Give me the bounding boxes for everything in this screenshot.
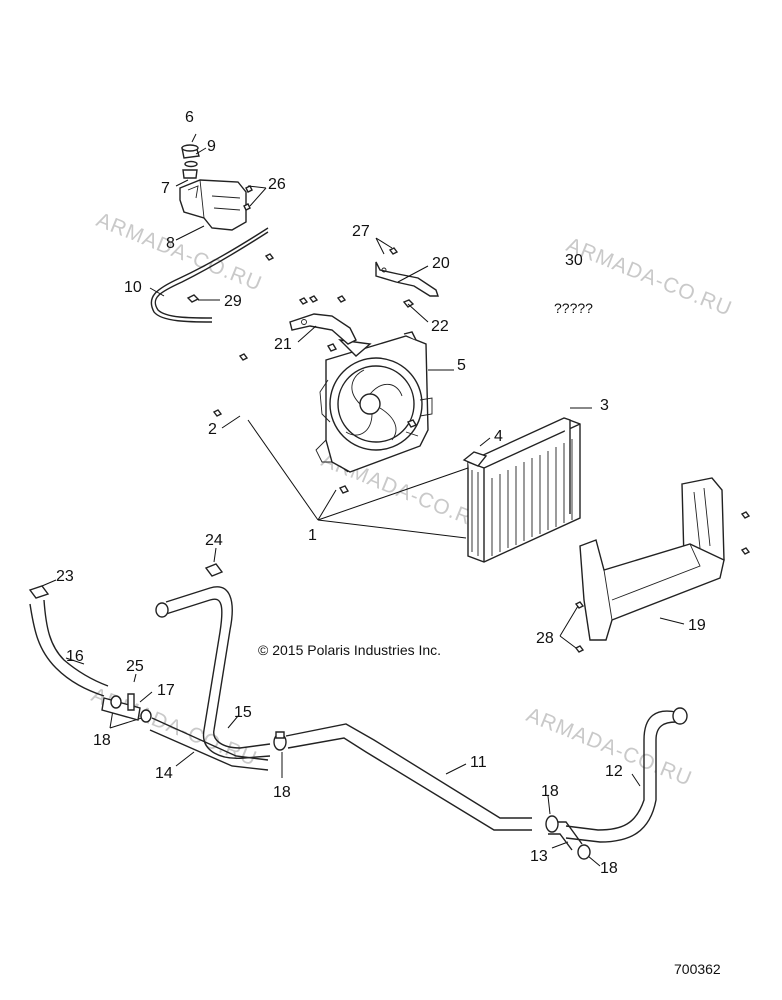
callout-11: 11 bbox=[470, 754, 487, 771]
hose-12-clamp bbox=[672, 707, 688, 725]
fan-bracket-left bbox=[289, 313, 357, 345]
callout-3: 3 bbox=[600, 397, 609, 414]
hose-15 bbox=[165, 586, 271, 759]
hose-18-clamp-mid bbox=[273, 731, 287, 751]
callout-19: 19 bbox=[688, 617, 706, 634]
callout-16: 16 bbox=[66, 648, 84, 665]
fan-bracket-right bbox=[375, 261, 439, 297]
hose-11 bbox=[285, 723, 532, 831]
callout-30: 30 bbox=[565, 252, 583, 269]
overflow-hose bbox=[150, 227, 269, 323]
callout-14: 14 bbox=[155, 765, 173, 782]
callout-20: 20 bbox=[432, 255, 450, 272]
callout-23: 23 bbox=[56, 568, 74, 585]
hose-16-clamp bbox=[28, 585, 50, 599]
leader-lines bbox=[41, 133, 685, 867]
callout-18b: 18 bbox=[273, 784, 291, 801]
tee-fitting bbox=[101, 693, 152, 723]
reservoir-o-ring bbox=[184, 160, 198, 168]
radiator bbox=[467, 417, 581, 563]
radiator-mount bbox=[462, 451, 488, 467]
callout-21: 21 bbox=[274, 336, 292, 353]
callout-2: 2 bbox=[208, 421, 217, 438]
callout-26: 26 bbox=[268, 176, 286, 193]
callout-22: 22 bbox=[431, 318, 449, 335]
callout-27: 27 bbox=[352, 223, 370, 240]
callout-15: 15 bbox=[234, 704, 252, 721]
part-30-note: ????? bbox=[554, 300, 593, 316]
fasteners bbox=[212, 247, 751, 653]
reservoir-screws bbox=[243, 185, 253, 211]
callout-10: 10 bbox=[124, 279, 142, 296]
callout-9: 9 bbox=[207, 138, 216, 155]
copyright-notice: © 2015 Polaris Industries Inc. bbox=[258, 642, 441, 658]
watermarks: ARMADA-CO.RU ARMADA-CO.RU ARMADA-CO.RU A… bbox=[88, 208, 735, 790]
callout-labels: 1 2 3 4 5 6 7 8 9 10 11 12 13 14 15 16 1… bbox=[56, 109, 706, 877]
hose-16 bbox=[29, 599, 109, 697]
hose-12 bbox=[565, 710, 677, 843]
callout-18c: 18 bbox=[541, 783, 559, 800]
coolant-reservoir bbox=[179, 179, 247, 231]
reservoir-cap bbox=[181, 144, 200, 159]
callout-7: 7 bbox=[161, 180, 170, 197]
hose-24-clamp bbox=[204, 563, 224, 577]
fan-shroud-assembly bbox=[315, 331, 433, 473]
callout-24: 24 bbox=[205, 532, 223, 549]
reservoir-neck bbox=[182, 169, 198, 179]
callout-4: 4 bbox=[494, 428, 503, 445]
hose-14 bbox=[149, 717, 269, 771]
callout-6: 6 bbox=[185, 109, 194, 126]
hose-clip bbox=[186, 294, 200, 303]
callout-13: 13 bbox=[530, 848, 548, 865]
callout-18a: 18 bbox=[93, 732, 111, 749]
callout-18d: 18 bbox=[600, 860, 618, 877]
radiator-support-bracket bbox=[579, 477, 725, 641]
callout-25: 25 bbox=[126, 658, 144, 675]
hose-15-end bbox=[155, 602, 169, 618]
figure-number: 700362 bbox=[674, 961, 721, 977]
callout-29: 29 bbox=[224, 293, 242, 310]
callout-12: 12 bbox=[605, 763, 623, 780]
hose-13 bbox=[545, 815, 591, 860]
callout-17: 17 bbox=[157, 682, 175, 699]
callout-1: 1 bbox=[308, 527, 317, 544]
callout-8: 8 bbox=[166, 235, 175, 252]
callout-28: 28 bbox=[536, 630, 554, 647]
callout-5: 5 bbox=[457, 357, 466, 374]
